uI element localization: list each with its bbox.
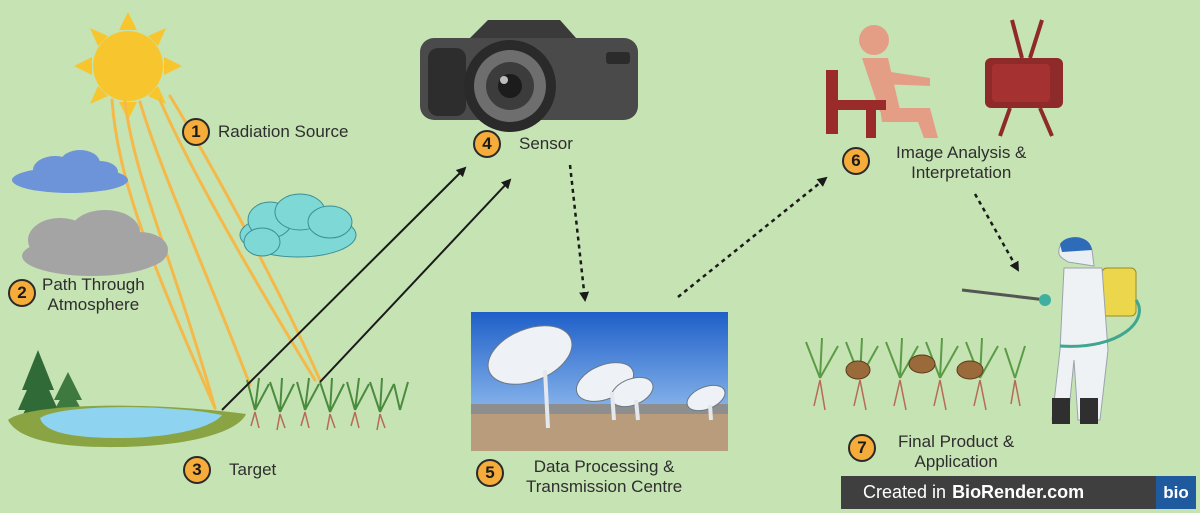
step-label: Path Through Atmosphere (42, 275, 145, 315)
sprayer-worker-icon (961, 237, 1141, 424)
step-label-line: Interpretation (911, 163, 1012, 182)
step-label: Final Product & Application (898, 432, 1014, 472)
step-2-path-through-atmosphere: 2 Path Through Atmosphere (8, 275, 145, 315)
step-label-line: Application (914, 452, 998, 471)
step-4-sensor: 4 Sensor (473, 130, 573, 158)
step-label: Sensor (519, 134, 573, 153)
biorender-credit-banner[interactable]: Created in BioRender.com bio (841, 476, 1196, 509)
step-label: Image Analysis & Interpretation (896, 143, 1026, 183)
credit-text: Created in BioRender.com (841, 476, 1156, 509)
cloud-icon (239, 193, 357, 258)
person-at-desk-icon (826, 25, 938, 138)
camera-icon (420, 20, 638, 132)
tv-icon (985, 19, 1063, 137)
step-label: Data Processing & Transmission Centre (526, 457, 682, 497)
grass-roots (250, 411, 386, 431)
biorender-logo-icon: bio (1156, 476, 1196, 509)
pond-icon (8, 405, 246, 448)
step-label: Radiation Source (218, 122, 349, 141)
step-badge: 3 (183, 456, 211, 484)
step-badge: 4 (473, 130, 501, 158)
step-badge: 7 (848, 434, 876, 462)
reflected-signal-arrows (221, 166, 512, 411)
step-7-final-product: 7 Final Product & Application (848, 432, 1014, 472)
step-6-image-analysis: 6 Image Analysis & Interpretation (842, 143, 1026, 183)
cloud-icon (22, 210, 168, 276)
step-badge: 6 (842, 147, 870, 175)
sun-icon (74, 12, 182, 120)
step-badge: 2 (8, 279, 36, 307)
cloud-icon (12, 150, 128, 193)
step-label-line: Atmosphere (47, 295, 140, 314)
grass-icon (246, 377, 409, 413)
step-badge: 1 (182, 118, 210, 146)
step-label-line: Final Product & (898, 432, 1015, 451)
radio-telescope-photo (471, 312, 728, 451)
credit-prefix: Created in (863, 482, 947, 502)
step-1-radiation-source: 1 Radiation Source (182, 118, 348, 146)
pest-plants-icon (805, 337, 1026, 411)
credit-brand: BioRender.com (952, 482, 1085, 502)
step-5-data-processing: 5 Data Processing & Transmission Centre (476, 457, 682, 497)
step-label: Target (229, 460, 277, 479)
step-label-line: Path Through (42, 275, 145, 294)
data-flow-arrows (568, 164, 1020, 302)
step-3-target: 3 Target (183, 456, 276, 484)
step-label-line: Transmission Centre (526, 477, 683, 496)
step-label-line: Image Analysis & (896, 143, 1027, 162)
step-label-line: Data Processing & (533, 457, 675, 476)
step-badge: 5 (476, 459, 504, 487)
